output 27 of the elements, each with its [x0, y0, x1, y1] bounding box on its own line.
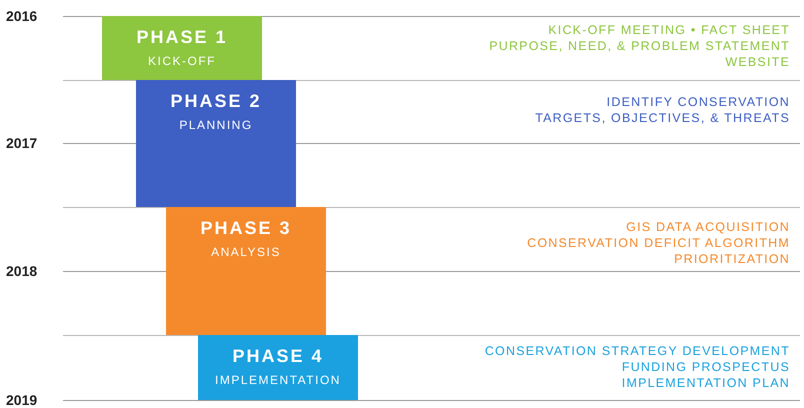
- task-text: PURPOSE, NEED, & PROBLEM STATEMENT: [489, 38, 790, 54]
- phase-box: [102, 16, 262, 80]
- phase-box: [136, 80, 296, 207]
- task-text: GIS DATA ACQUISITION: [626, 219, 790, 235]
- year-label: 2017: [6, 135, 38, 151]
- task-text: WEBSITE: [725, 54, 790, 70]
- task-text: PRIORITIZATION: [674, 251, 790, 267]
- task-text: IDENTIFY CONSERVATION: [606, 94, 790, 110]
- task-text: IMPLEMENTATION PLAN: [622, 375, 790, 391]
- phase-box: [166, 207, 326, 335]
- phase-title: PHASE 1: [136, 26, 228, 48]
- task-text: TARGETS, OBJECTIVES, & THREATS: [535, 110, 790, 126]
- phase-name: ANALYSIS: [211, 245, 281, 259]
- task-text: FUNDING PROSPECTUS: [622, 359, 790, 375]
- phase-name: KICK-OFF: [148, 54, 216, 68]
- phase-title: PHASE 4: [232, 345, 324, 367]
- phase-name: IMPLEMENTATION: [215, 373, 341, 387]
- year-label: 2019: [6, 392, 38, 408]
- year-label: 2018: [6, 263, 38, 279]
- task-text: KICK-OFF MEETING • FACT SHEET: [548, 22, 790, 38]
- phase-name: PLANNING: [179, 118, 253, 132]
- year-label: 2016: [6, 8, 38, 24]
- phase-title: PHASE 3: [200, 217, 292, 239]
- phase-box: [198, 335, 358, 400]
- phase-title: PHASE 2: [170, 90, 262, 112]
- task-text: CONSERVATION DEFICIT ALGORITHM: [527, 235, 790, 251]
- task-text: CONSERVATION STRATEGY DEVELOPMENT: [484, 343, 790, 359]
